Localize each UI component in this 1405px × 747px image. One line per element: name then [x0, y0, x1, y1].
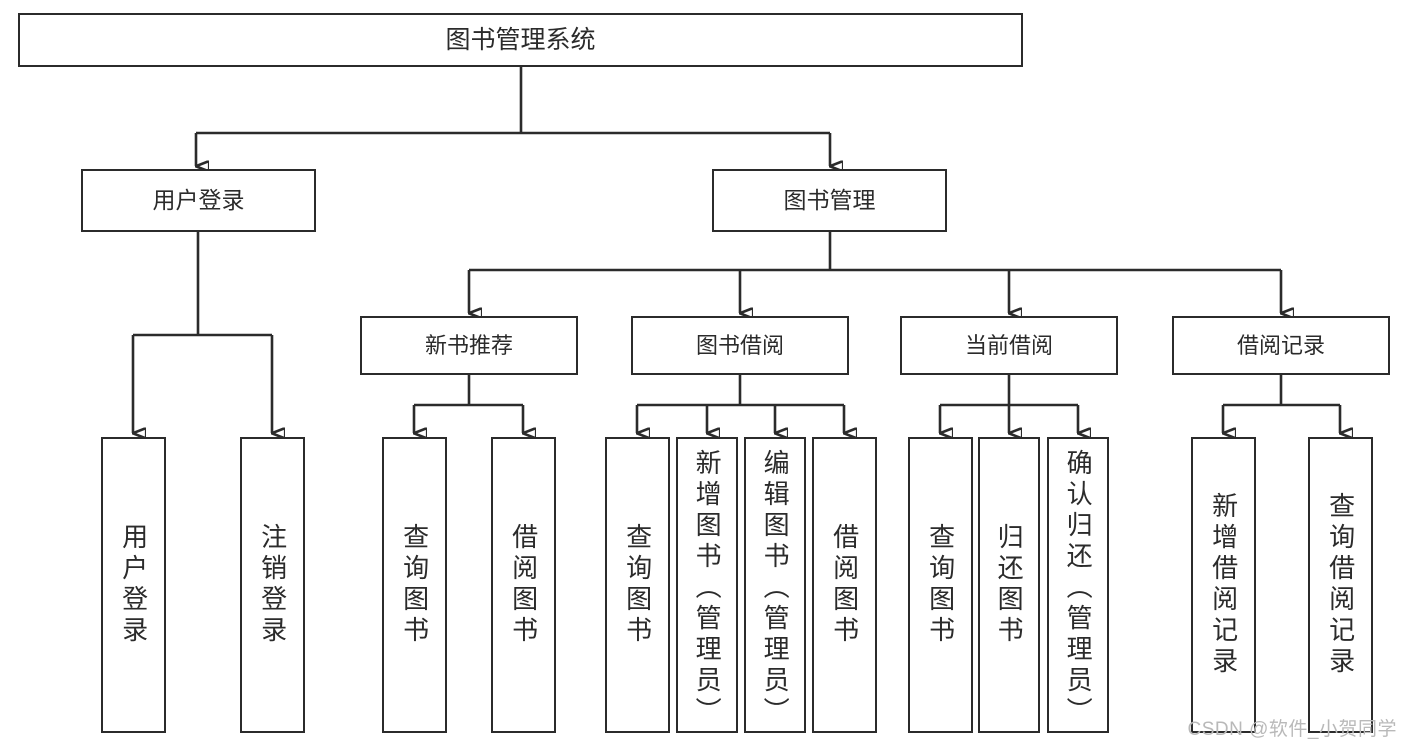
leaf-book-borrow-add-book-admin[interactable]: 新增图书（管理员） — [676, 437, 738, 733]
leaf-book-borrow-borrow-books[interactable]: 借阅图书 — [812, 437, 877, 733]
node-user-login[interactable]: 用户登录 — [81, 169, 316, 232]
node-new-book-recommendation[interactable]: 新书推荐 — [360, 316, 578, 375]
leaf-book-borrow-edit-book-admin[interactable]: 编辑图书（管理员） — [744, 437, 806, 733]
node-book-borrowing[interactable]: 图书借阅 — [631, 316, 849, 375]
csdn-watermark: CSDN @软件_小贺同学 — [1187, 719, 1397, 740]
node-current-borrowing[interactable]: 当前借阅 — [900, 316, 1118, 375]
leaf-new-book-query-books[interactable]: 查询图书 — [382, 437, 447, 733]
node-borrowing-records[interactable]: 借阅记录 — [1172, 316, 1390, 375]
node-book-management[interactable]: 图书管理 — [712, 169, 947, 232]
leaf-borrow-record-add-record[interactable]: 新增借阅记录 — [1191, 437, 1256, 733]
leaf-user-login-logout[interactable]: 注销登录 — [240, 437, 305, 733]
leaf-current-borrow-return-books[interactable]: 归还图书 — [978, 437, 1040, 733]
leaf-borrow-record-query-record[interactable]: 查询借阅记录 — [1308, 437, 1373, 733]
leaf-current-borrow-query-books[interactable]: 查询图书 — [908, 437, 973, 733]
leaf-current-borrow-confirm-return-admin[interactable]: 确认归还（管理员） — [1047, 437, 1109, 733]
leaf-book-borrow-query-books[interactable]: 查询图书 — [605, 437, 670, 733]
leaf-user-login-login[interactable]: 用户登录 — [101, 437, 166, 733]
leaf-new-book-borrow-books[interactable]: 借阅图书 — [491, 437, 556, 733]
node-root-library-management-system[interactable]: 图书管理系统 — [18, 13, 1023, 67]
